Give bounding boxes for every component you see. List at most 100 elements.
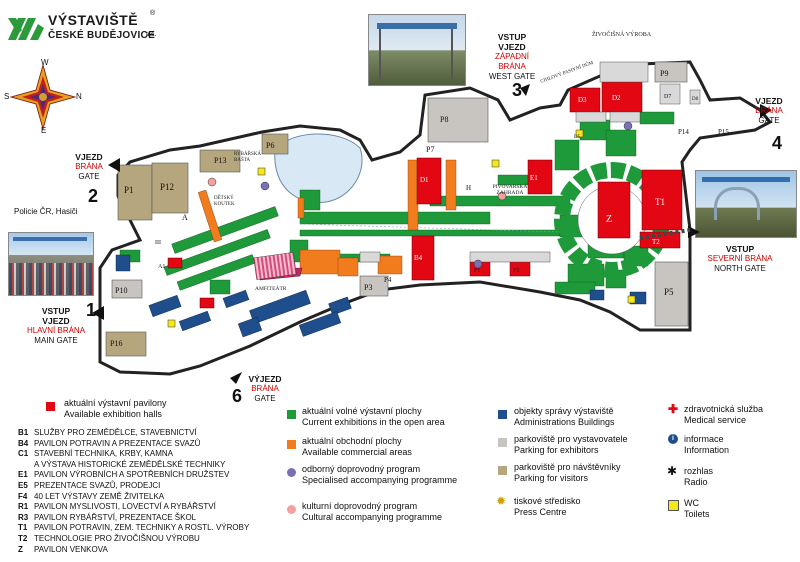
gate-2-en: GATE xyxy=(78,172,100,181)
exhibition-halls xyxy=(167,81,683,309)
special-programme-markers xyxy=(260,121,633,269)
north-gate-stripe xyxy=(639,228,691,240)
legend-park-vis-cz: parkoviště pro návštěvníky xyxy=(514,462,621,472)
parking-p16 xyxy=(105,331,147,357)
legend-admin: objekty správy výstaviště Administration… xyxy=(514,406,615,428)
legend-info-en: Information xyxy=(684,445,730,455)
west-gate-en: WEST GATE xyxy=(488,72,536,81)
legend-special-en: Specialised accompanying programme xyxy=(302,475,458,485)
legend-halls-cz: aktuální výstavní pavilony xyxy=(64,398,167,408)
legend-special-swatch xyxy=(287,468,296,477)
west-gate-red: ZÁPADNÍ BRÁNA xyxy=(494,52,530,71)
east-gate: VJEZD BRÁNA GATE xyxy=(744,96,794,126)
logo: VÝSTAVIŠTĚ ® ČESKÉ BUDĚJOVICE a.s. xyxy=(8,10,158,50)
legend-park-exh-en: Parking for exhibitors xyxy=(514,445,599,455)
svg-text:P9: P9 xyxy=(660,69,668,78)
gate-6: VÝJEZD BRÁNA GATE xyxy=(242,374,288,404)
legend-admin-cz: objekty správy výstaviště xyxy=(514,406,614,416)
north-gate-red: SEVERNÍ BRÁNA xyxy=(707,254,773,263)
svg-text:P6: P6 xyxy=(266,141,274,150)
west-gate: VSTUP VJEZD ZÁPADNÍ BRÁNA WEST GATE xyxy=(482,32,542,82)
gate-2: VJEZD BRÁNA GATE xyxy=(66,152,112,182)
compass-e: E xyxy=(41,126,47,135)
svg-text:D1: D1 xyxy=(420,176,429,184)
main-gate-number: 1 xyxy=(86,300,97,320)
legend-medical-cz: zdravotnická služba xyxy=(684,404,764,414)
legend-park-exh: parkoviště pro vystavovatele Parking for… xyxy=(514,434,628,456)
legend-halls-en: Available exhibition halls xyxy=(64,409,162,419)
west-gate-number: 3 xyxy=(512,80,523,100)
svg-text:P3: P3 xyxy=(364,283,372,292)
legend-open: aktuální volné výstavní plochy Current e… xyxy=(302,406,445,428)
legend-wc-en: Toilets xyxy=(684,509,710,519)
svg-text:P7: P7 xyxy=(426,145,434,154)
gate-arrows xyxy=(92,84,772,384)
east-gate-red: BRÁNA xyxy=(755,106,783,115)
compass: W S N E xyxy=(4,58,82,135)
legend-open-swatch xyxy=(287,410,296,419)
legend-wc-swatch xyxy=(668,500,679,511)
legend-cultural: kulturní doprovodný program Cultural acc… xyxy=(302,501,442,523)
svg-text:P15: P15 xyxy=(718,128,729,136)
pivovarska-label: PIVOVARSKÁ ZAHRADA xyxy=(492,184,528,196)
svg-text:T2: T2 xyxy=(652,238,660,246)
north-gate-en: NORTH GATE xyxy=(714,264,766,273)
legend-wc: WC Toilets xyxy=(684,498,710,520)
compass-s: S xyxy=(4,92,10,101)
north-gate: VSTUP SEVERNÍ BRÁNA NORTH GATE xyxy=(700,244,780,274)
legend-commercial: aktuální obchodní plochy Available comme… xyxy=(302,436,412,458)
west-gate-photo xyxy=(368,14,466,86)
legend-medical-en: Medical service xyxy=(684,415,747,425)
legend-park-exh-cz: parkoviště pro vystavovatele xyxy=(514,434,628,444)
logo-subtitle: ČESKÉ BUDĚJOVICE xyxy=(48,30,156,41)
legend-wc-cz: WC xyxy=(684,498,699,508)
parking-p12 xyxy=(151,162,189,214)
parking-p10 xyxy=(111,279,143,299)
svg-text:A1: A1 xyxy=(158,264,165,270)
svg-text:H: H xyxy=(466,184,471,192)
rybarska-label: RYBÁŘSKÁ BAŠTA xyxy=(234,152,261,163)
gate-2-red: BRÁNA xyxy=(75,162,103,171)
svg-text:P13: P13 xyxy=(214,156,226,165)
police-label: Policie ČR, Hasiči xyxy=(14,207,78,216)
pond xyxy=(274,133,363,204)
svg-text:P5: P5 xyxy=(664,287,674,297)
gate-2-line1: VJEZD xyxy=(75,152,103,162)
legend-park-vis: parkoviště pro návštěvníky Parking for v… xyxy=(514,462,621,484)
legend-open-en: Current exhibitions in the open area xyxy=(302,417,445,427)
parking-p1 xyxy=(117,164,153,221)
legend-park-vis-swatch xyxy=(498,466,507,475)
legend-press: tiskové středisko Press Centre xyxy=(514,496,581,518)
legend-commercial-swatch xyxy=(287,440,296,449)
compass-n: N xyxy=(76,92,82,101)
legend-commercial-cz: aktuální obchodní plochy xyxy=(302,436,402,446)
east-gate-line1: VJEZD xyxy=(755,96,783,106)
svg-text:A: A xyxy=(182,213,188,222)
svg-text:P12: P12 xyxy=(160,182,174,192)
legend-cultural-cz: kulturní doprovodný program xyxy=(302,501,418,511)
svg-text:D2: D2 xyxy=(612,94,621,102)
main-gate-en: MAIN GATE xyxy=(34,336,78,345)
svg-text:D7: D7 xyxy=(664,94,671,100)
map-codes: P1 P12 P13 P6 P16 P8 P9 P5 P3 P10 P7 P4 … xyxy=(110,69,729,348)
medical-cross-icon: ✚ xyxy=(668,402,679,416)
legend-special-cz: odborný doprovodný program xyxy=(302,464,421,474)
parking-p8 xyxy=(427,97,489,143)
legend-cultural-en: Cultural accompanying programme xyxy=(302,512,443,522)
amphitheatre-seats xyxy=(253,252,297,280)
main-gate-line2: VJEZD xyxy=(42,316,70,326)
svg-text:P14: P14 xyxy=(678,128,689,136)
logo-title: VÝSTAVIŠTĚ xyxy=(48,12,139,28)
gate-6-line1: VÝJEZD xyxy=(248,374,282,384)
svg-text:P16: P16 xyxy=(110,339,122,348)
zivocisna-label: ŽIVOČIŠNÁ VÝROBA xyxy=(592,32,652,38)
gate-6-en: GATE xyxy=(254,394,276,403)
